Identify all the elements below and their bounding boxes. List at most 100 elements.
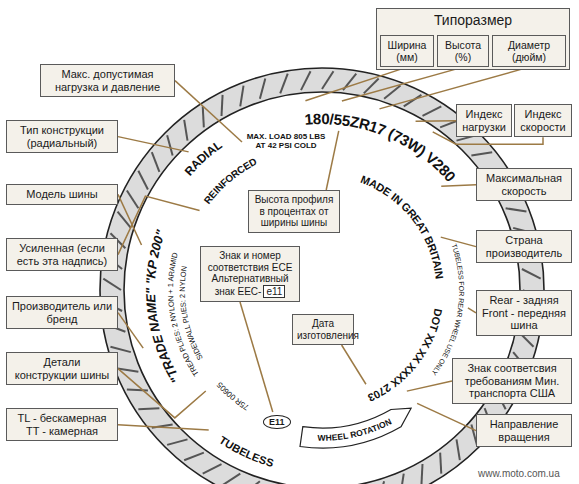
leader-line [342,67,463,101]
tread-groove [440,453,441,474]
callout-box: Производитель или бренд [6,296,118,329]
tread-groove [103,279,121,290]
callout-box: e11 [263,285,285,299]
tread-groove [223,474,241,484]
callout-text: Страна производитель [486,234,562,259]
leader-line [468,308,476,313]
callout-box: Диаметр (дюйм) [492,35,566,67]
sidewall-marking: MADE IN GREAT BRITAIN [359,173,446,280]
leader-line [118,425,209,430]
tread-groove [260,78,265,98]
callout-box: Тип конструкции (радиальный) [6,120,118,153]
callout-box: Высота (%) [437,35,489,67]
tread-groove [222,95,223,116]
callout-box: Знак соответсвия требованиям Мин. трансп… [452,358,572,404]
tread-groove [471,152,492,155]
tread-groove [240,86,243,107]
leader-line [407,381,452,391]
tread-groove [506,208,527,211]
callout-text: Диаметр (дюйм) [508,39,550,63]
tread-groove [127,191,139,209]
leader-line [118,313,143,348]
callout-box: Rear - задняя Front - передняя шина [476,290,572,336]
leader-line [305,67,407,101]
tread-groove [400,474,403,484]
callout-box: Дата изготовления [292,314,354,345]
callout-text: Тип конструкции (радиальный) [20,124,104,149]
leader-line [417,403,476,430]
callout-box: Знак и номер соответствия ECE Альтернати… [200,246,300,302]
tread-groove [522,269,541,279]
leader-line [326,131,339,190]
tread-groove [184,453,204,461]
callout-text: e11 [266,286,282,297]
leader-line [118,194,142,245]
tread-groove [456,439,459,460]
sidewall-marking: DOT XX XX XXXX 2703 [366,308,445,404]
tread-groove [280,74,288,94]
tread-groove [301,71,311,90]
callout-text: Модель шины [26,188,98,200]
leader-line [240,302,273,412]
tread-groove [118,212,131,228]
callout-box: Макс. допустимая нагрузка и давление [40,64,175,97]
callout-box: Индекс нагрузки [456,104,512,137]
tread-groove [244,481,260,484]
callout-box: Индекс скорости [514,104,572,137]
sidewall-marking: 75R 00605 [214,380,250,412]
watermark: www.moto.com.ua [478,468,560,480]
callout-text: Rear - задняя Front - передняя шина [482,294,566,331]
callout-text: Ширина (мм) [388,39,427,63]
callout-box: Направление вращения [476,414,572,447]
callout-text: Усиленная (если есть эта надпись) [17,242,108,267]
callout-text: Знак соответсвия требованиям Мин. трансп… [465,362,560,399]
callout-text: Максимальная скорость [486,172,562,197]
leader-line [416,120,456,122]
tread-groove [184,120,187,141]
sidewall-marking: TUBELESS [217,434,275,469]
sidewall-marking: RADIAL [182,138,225,179]
tread-groove [138,171,148,190]
sidewall-marking: MAX. LOAD 805 LBS AT 42 PSI COLD [246,132,326,150]
tread-groove [152,152,160,172]
tread-groove [423,106,442,116]
callout-box: Детали конструкции шины [6,352,118,385]
callout-text: TL - бескамерная TT - камерная [17,412,106,437]
callout-box: TL - бескамерная TT - камерная [6,408,118,441]
callout-text: Детали конструкции шины [15,356,110,381]
marking-ellipse: E11 [263,415,291,429]
sidewall-marking: "TRADE NAME" "KP 200" [143,227,184,386]
tread-groove [379,481,384,484]
tread-groove [127,389,148,390]
callout-box: Максимальная скорость [476,168,572,201]
tread-groove [167,439,187,444]
callout-text: E11 [269,417,285,427]
callout-text: Высота профиля в процентах от ширины шин… [255,194,334,228]
sidewall-marking: WHEEL ROTATION [317,416,393,442]
callout-box: Ширина (мм) [380,35,434,67]
callout-text: Индекс нагрузки [462,108,506,133]
leader-line [175,81,242,142]
callout-text: Макс. допустимая нагрузка и давление [55,68,160,93]
callout-box: Страна производитель [476,230,572,263]
callout-box: Усиленная (если есть эта надпись) [6,238,118,271]
tread-groove [167,135,172,155]
callout-text: Направление вращения [490,418,559,443]
callout-text: Дата изготовления [297,318,359,341]
tread-groove [203,106,204,127]
sidewall-marking: 180/55ZR17 (73W) V280 [304,110,460,185]
tread-groove [322,71,333,89]
tread-groove [203,464,222,474]
leader-line [441,185,476,187]
callout-text: Индекс скорости [520,108,565,133]
leader-line [379,67,529,109]
group-heading: Типоразмер [381,12,565,28]
callout-box: Высота профиля в процентах от ширины шин… [248,190,340,233]
callout-box: Модель шины [6,184,118,205]
tread-groove [138,408,159,409]
tread-groove [421,464,422,484]
callout-text: Высота (%) [445,39,481,63]
leader-line [118,137,189,152]
rotation-arrow [300,408,411,448]
callout-text: Производитель или бренд [12,300,112,325]
